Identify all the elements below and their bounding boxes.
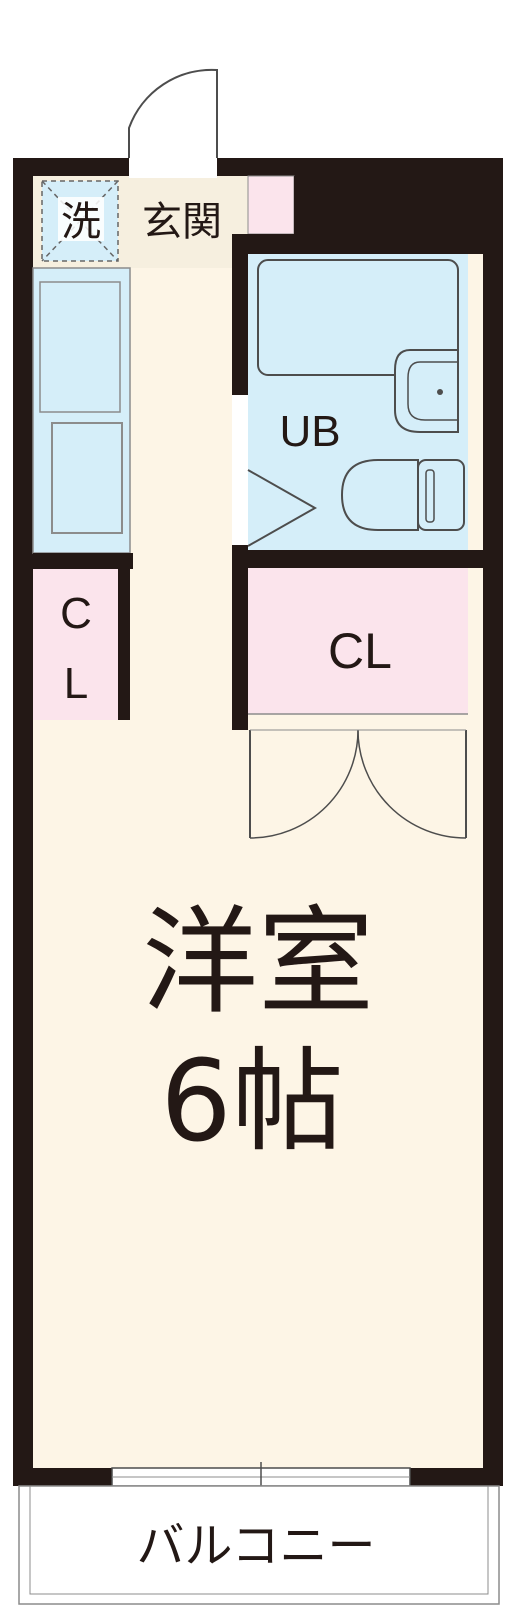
kitchen-stove-area <box>39 281 121 413</box>
bath-wall-block <box>232 234 483 254</box>
balcony-inner <box>29 1485 489 1595</box>
washbasin-bowl <box>407 361 458 421</box>
closet-door-arc-right <box>357 729 467 839</box>
bath-closet-wall <box>232 550 483 568</box>
right-closet-label: CL <box>328 623 392 679</box>
right-closet <box>248 568 468 714</box>
bath-folding-door <box>247 469 318 547</box>
kitchen-sink <box>51 422 123 534</box>
entrance-shoe-closet <box>247 175 295 235</box>
entrance-label: 玄関 <box>142 199 222 245</box>
kitchen-wall <box>33 553 133 569</box>
main-room-label: 洋室 <box>142 895 374 1030</box>
entrance-door-swing <box>128 68 218 158</box>
left-closet-wall <box>118 569 130 720</box>
balcony-label: バルコニー <box>136 1518 375 1574</box>
toilet-tank-inner <box>425 469 435 523</box>
washer-label-bg <box>58 197 104 241</box>
toilet-tank <box>417 459 465 531</box>
washbasin <box>394 349 459 433</box>
closet-door-arc-left <box>249 729 359 839</box>
kitchen-counter <box>32 267 131 554</box>
bath-door-opening <box>232 395 248 545</box>
bath-label: UB <box>279 407 340 456</box>
left-closet-label-c: C <box>60 589 92 638</box>
entrance-door-opening <box>129 158 217 178</box>
washbasin-drain <box>437 389 443 395</box>
washer-label: 洗 <box>61 199 101 245</box>
right-closet-left-wall <box>232 568 248 730</box>
bath-right-wall-block <box>294 176 483 234</box>
left-closet <box>33 569 130 720</box>
bathtub <box>257 259 459 376</box>
left-closet-label-l: L <box>64 659 88 708</box>
toilet-bowl <box>340 459 419 531</box>
main-room-size: 6帖 <box>160 1037 343 1167</box>
